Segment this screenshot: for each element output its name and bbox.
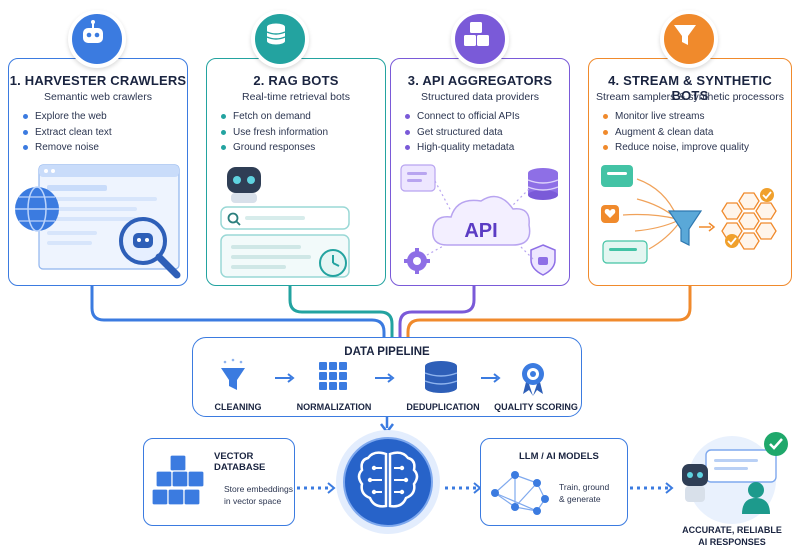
card-subtitle: Stream samplers & synthetic processors — [596, 91, 784, 103]
bullet-item: Fetch on demand — [221, 109, 328, 125]
card-subtitle: Structured data providers — [421, 91, 539, 103]
bullet-item: Explore the web — [23, 109, 112, 125]
vector-database-box: VECTOR DATABASE Store embeddings in vect… — [143, 438, 295, 526]
card-subtitle: Real-time retrieval bots — [242, 91, 350, 103]
llm-models-box: LLM / AI MODELS Train, ground & generate — [480, 438, 628, 526]
bullet-item: Extract clean text — [23, 125, 112, 141]
api-aggregators-card: 3. API AGGREGATORS Structured data provi… — [390, 58, 570, 286]
pipeline-steps — [221, 358, 544, 396]
card-title: 4. STREAM & SYNTHETIC BOTS — [608, 73, 772, 103]
stream-processing-illustration — [601, 165, 777, 264]
bullet-item: Get structured data — [405, 125, 520, 141]
card-title: 1. HARVESTER CRAWLERS — [9, 73, 187, 88]
step-label-cleaning: CLEANING — [214, 402, 262, 412]
bullet-item: Augment & clean data — [603, 125, 749, 141]
retrieval-illustration — [220, 167, 350, 278]
bullet-item: Ground responses — [221, 140, 328, 156]
database-icon — [424, 361, 458, 393]
pipeline-title: DATA PIPELINE — [344, 346, 430, 358]
step-label-quality-scoring: QUALITY SCORING — [494, 402, 578, 412]
bullet-item: Connect to official APIs — [405, 109, 520, 125]
data-pipeline-panel: DATA PIPELINE CLEANING NORMALIZATION DED… — [192, 337, 582, 417]
funnel-icon — [221, 358, 245, 390]
database-icon — [251, 10, 309, 68]
llm-desc-2: & generate — [559, 494, 601, 504]
award-icon — [522, 363, 544, 396]
bullet-item: Remove noise — [23, 140, 112, 156]
funnel-icon — [660, 10, 718, 68]
step-label-normalization: NORMALIZATION — [296, 402, 372, 412]
api-cloud-illustration: API — [400, 164, 559, 276]
bullet-item: Monitor live streams — [603, 109, 749, 125]
harvester-crawlers-card: 1. HARVESTER CRAWLERS Semantic web crawl… — [8, 58, 188, 286]
bullet-item: Reduce noise, improve quality — [603, 140, 749, 156]
card-title: 3. API AGGREGATORS — [407, 73, 553, 88]
vector-database-desc-1: Store embeddings — [224, 484, 293, 494]
cubes-icon — [451, 10, 509, 68]
card-subtitle: Semantic web crawlers — [44, 91, 152, 103]
llm-title: LLM / AI MODELS — [519, 451, 599, 462]
bullet-list: Connect to official APIs Get structured … — [405, 109, 520, 156]
api-label: API — [464, 220, 497, 242]
bullet-item: Use fresh information — [221, 125, 328, 141]
bullet-list: Monitor live streams Augment & clean dat… — [603, 109, 749, 156]
rag-bots-card: 2. RAG BOTS Real-time retrieval bots Fet… — [206, 58, 386, 286]
grid-icon — [319, 362, 347, 390]
web-crawler-illustration — [15, 164, 181, 279]
brain-icon — [336, 430, 440, 534]
ai-response-illustration — [682, 432, 788, 524]
vector-database-desc-2: in vector space — [224, 496, 282, 506]
step-label-deduplication: DEDUPLICATION — [406, 402, 480, 412]
final-line-1: ACCURATE, RELIABLE — [682, 525, 782, 535]
cubes-icon — [151, 454, 205, 506]
neural-network-icon — [491, 471, 549, 515]
bullet-item: High-quality metadata — [405, 140, 520, 156]
final-line-2: AI RESPONSES — [698, 537, 766, 547]
card-title: 2. RAG BOTS — [253, 73, 339, 88]
vector-database-title: VECTOR DATABASE — [214, 451, 266, 473]
final-output-label: ACCURATE, RELIABLE AI RESPONSES — [672, 524, 792, 548]
llm-desc-1: Train, ground — [559, 482, 610, 492]
bullet-list: Fetch on demand Use fresh information Gr… — [221, 109, 328, 156]
bullet-list: Explore the web Extract clean text Remov… — [23, 109, 112, 156]
stream-synthetic-bots-card: 4. STREAM & SYNTHETIC BOTS Stream sample… — [588, 58, 792, 286]
robot-icon — [68, 10, 126, 68]
